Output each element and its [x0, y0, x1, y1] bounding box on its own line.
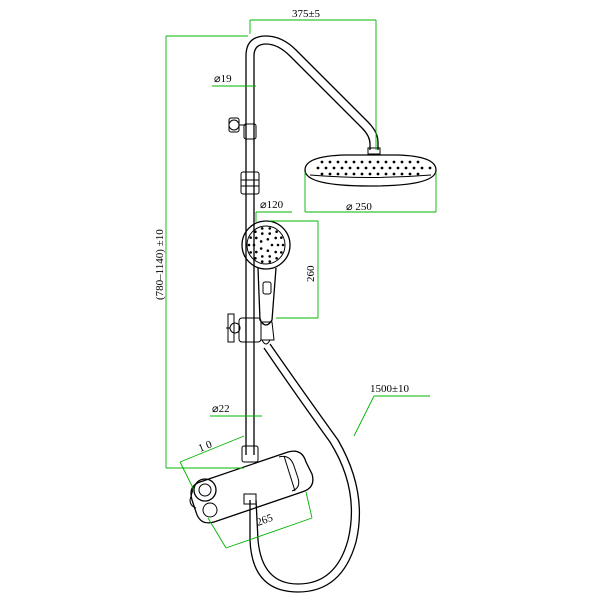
nozzle [274, 250, 278, 254]
nozzle [254, 236, 258, 240]
nozzle [340, 166, 344, 170]
nozzle [260, 227, 264, 230]
nozzle [364, 166, 368, 170]
nozzle [320, 160, 324, 164]
hand-shower-length-label: 260 [305, 265, 317, 282]
hand-shower [241, 220, 291, 326]
nozzle [260, 260, 264, 263]
nozzle [275, 230, 278, 234]
wall-bracket [228, 117, 257, 140]
nozzle [275, 256, 278, 260]
hand-shower-holder [226, 313, 275, 345]
nozzle [281, 243, 285, 247]
nozzle [266, 237, 270, 241]
nozzle [280, 251, 283, 254]
nozzle [384, 160, 388, 164]
riser-top-diameter-label: ⌀19 [214, 73, 232, 85]
nozzle [368, 160, 372, 164]
nozzle [392, 160, 396, 164]
nozzle [356, 166, 360, 170]
upper-slider [240, 171, 260, 195]
nozzle [416, 160, 420, 164]
nozzle [400, 160, 404, 164]
nozzle [344, 172, 348, 176]
shower-head [304, 147, 437, 187]
nozzle [328, 172, 332, 176]
nozzle [254, 250, 258, 254]
nozzle [268, 227, 272, 230]
total-height-label: (780–1140) ±10 [154, 229, 166, 300]
dimension-labels: 375±5 ⌀19 ⌀ 250 ⌀120 260 (780–1140) ±10 … [154, 8, 410, 529]
nozzle [328, 160, 332, 164]
nozzle [352, 172, 356, 176]
nozzle [360, 172, 364, 176]
nozzle [259, 247, 263, 250]
nozzle [249, 251, 252, 254]
nozzle [428, 166, 432, 170]
valve-width-label: 265 [255, 512, 275, 529]
hand-shower-diameter-label: ⌀120 [260, 199, 284, 211]
nozzle [388, 166, 392, 170]
nozzle [268, 232, 272, 235]
nozzle [260, 255, 264, 258]
nozzle [416, 172, 420, 176]
nozzle [254, 230, 257, 234]
nozzle [254, 256, 257, 260]
nozzle [408, 160, 412, 164]
nozzle [276, 243, 280, 247]
nozzle [372, 166, 376, 170]
nozzle [368, 172, 372, 176]
nozzle [266, 249, 270, 253]
nozzle [332, 166, 336, 170]
nozzle [352, 160, 356, 164]
nozzle [260, 232, 264, 235]
nozzle [404, 166, 408, 170]
nozzle [316, 166, 320, 170]
nozzle [376, 172, 380, 176]
nozzle [376, 160, 380, 164]
valve-projection-label: 1 0 [197, 438, 215, 454]
nozzle [249, 236, 252, 239]
nozzle [408, 172, 412, 176]
dimension-lines [165, 19, 437, 549]
nozzle [336, 172, 340, 176]
nozzle [259, 240, 263, 243]
nozzle [252, 243, 256, 247]
nozzle [344, 160, 348, 164]
nozzle [392, 172, 396, 176]
nozzle [348, 166, 352, 170]
nozzle [268, 260, 272, 263]
arm-width-label: 375±5 [292, 8, 321, 20]
nozzle [320, 172, 324, 176]
shower-hose [249, 343, 361, 593]
hose-length-label: 1500±10 [370, 383, 410, 395]
nozzle [360, 160, 364, 164]
nozzle [384, 172, 388, 176]
nozzle [420, 166, 424, 170]
nozzle [324, 166, 328, 170]
thermostatic-valve [189, 445, 314, 524]
nozzle [400, 172, 404, 176]
nozzle [380, 166, 384, 170]
nozzle [336, 160, 340, 164]
head-nozzles [316, 160, 432, 176]
riser-bottom-diameter-label: ⌀22 [212, 403, 230, 415]
nozzle [396, 166, 400, 170]
hand-nozzles [247, 227, 285, 263]
nozzle [268, 255, 272, 258]
nozzle [270, 243, 274, 247]
riser-and-arm [245, 35, 379, 455]
nozzle [274, 236, 278, 240]
nozzle [247, 243, 251, 247]
head-diameter-label: ⌀ 250 [346, 201, 372, 213]
nozzle [280, 236, 283, 239]
nozzle [412, 166, 416, 170]
